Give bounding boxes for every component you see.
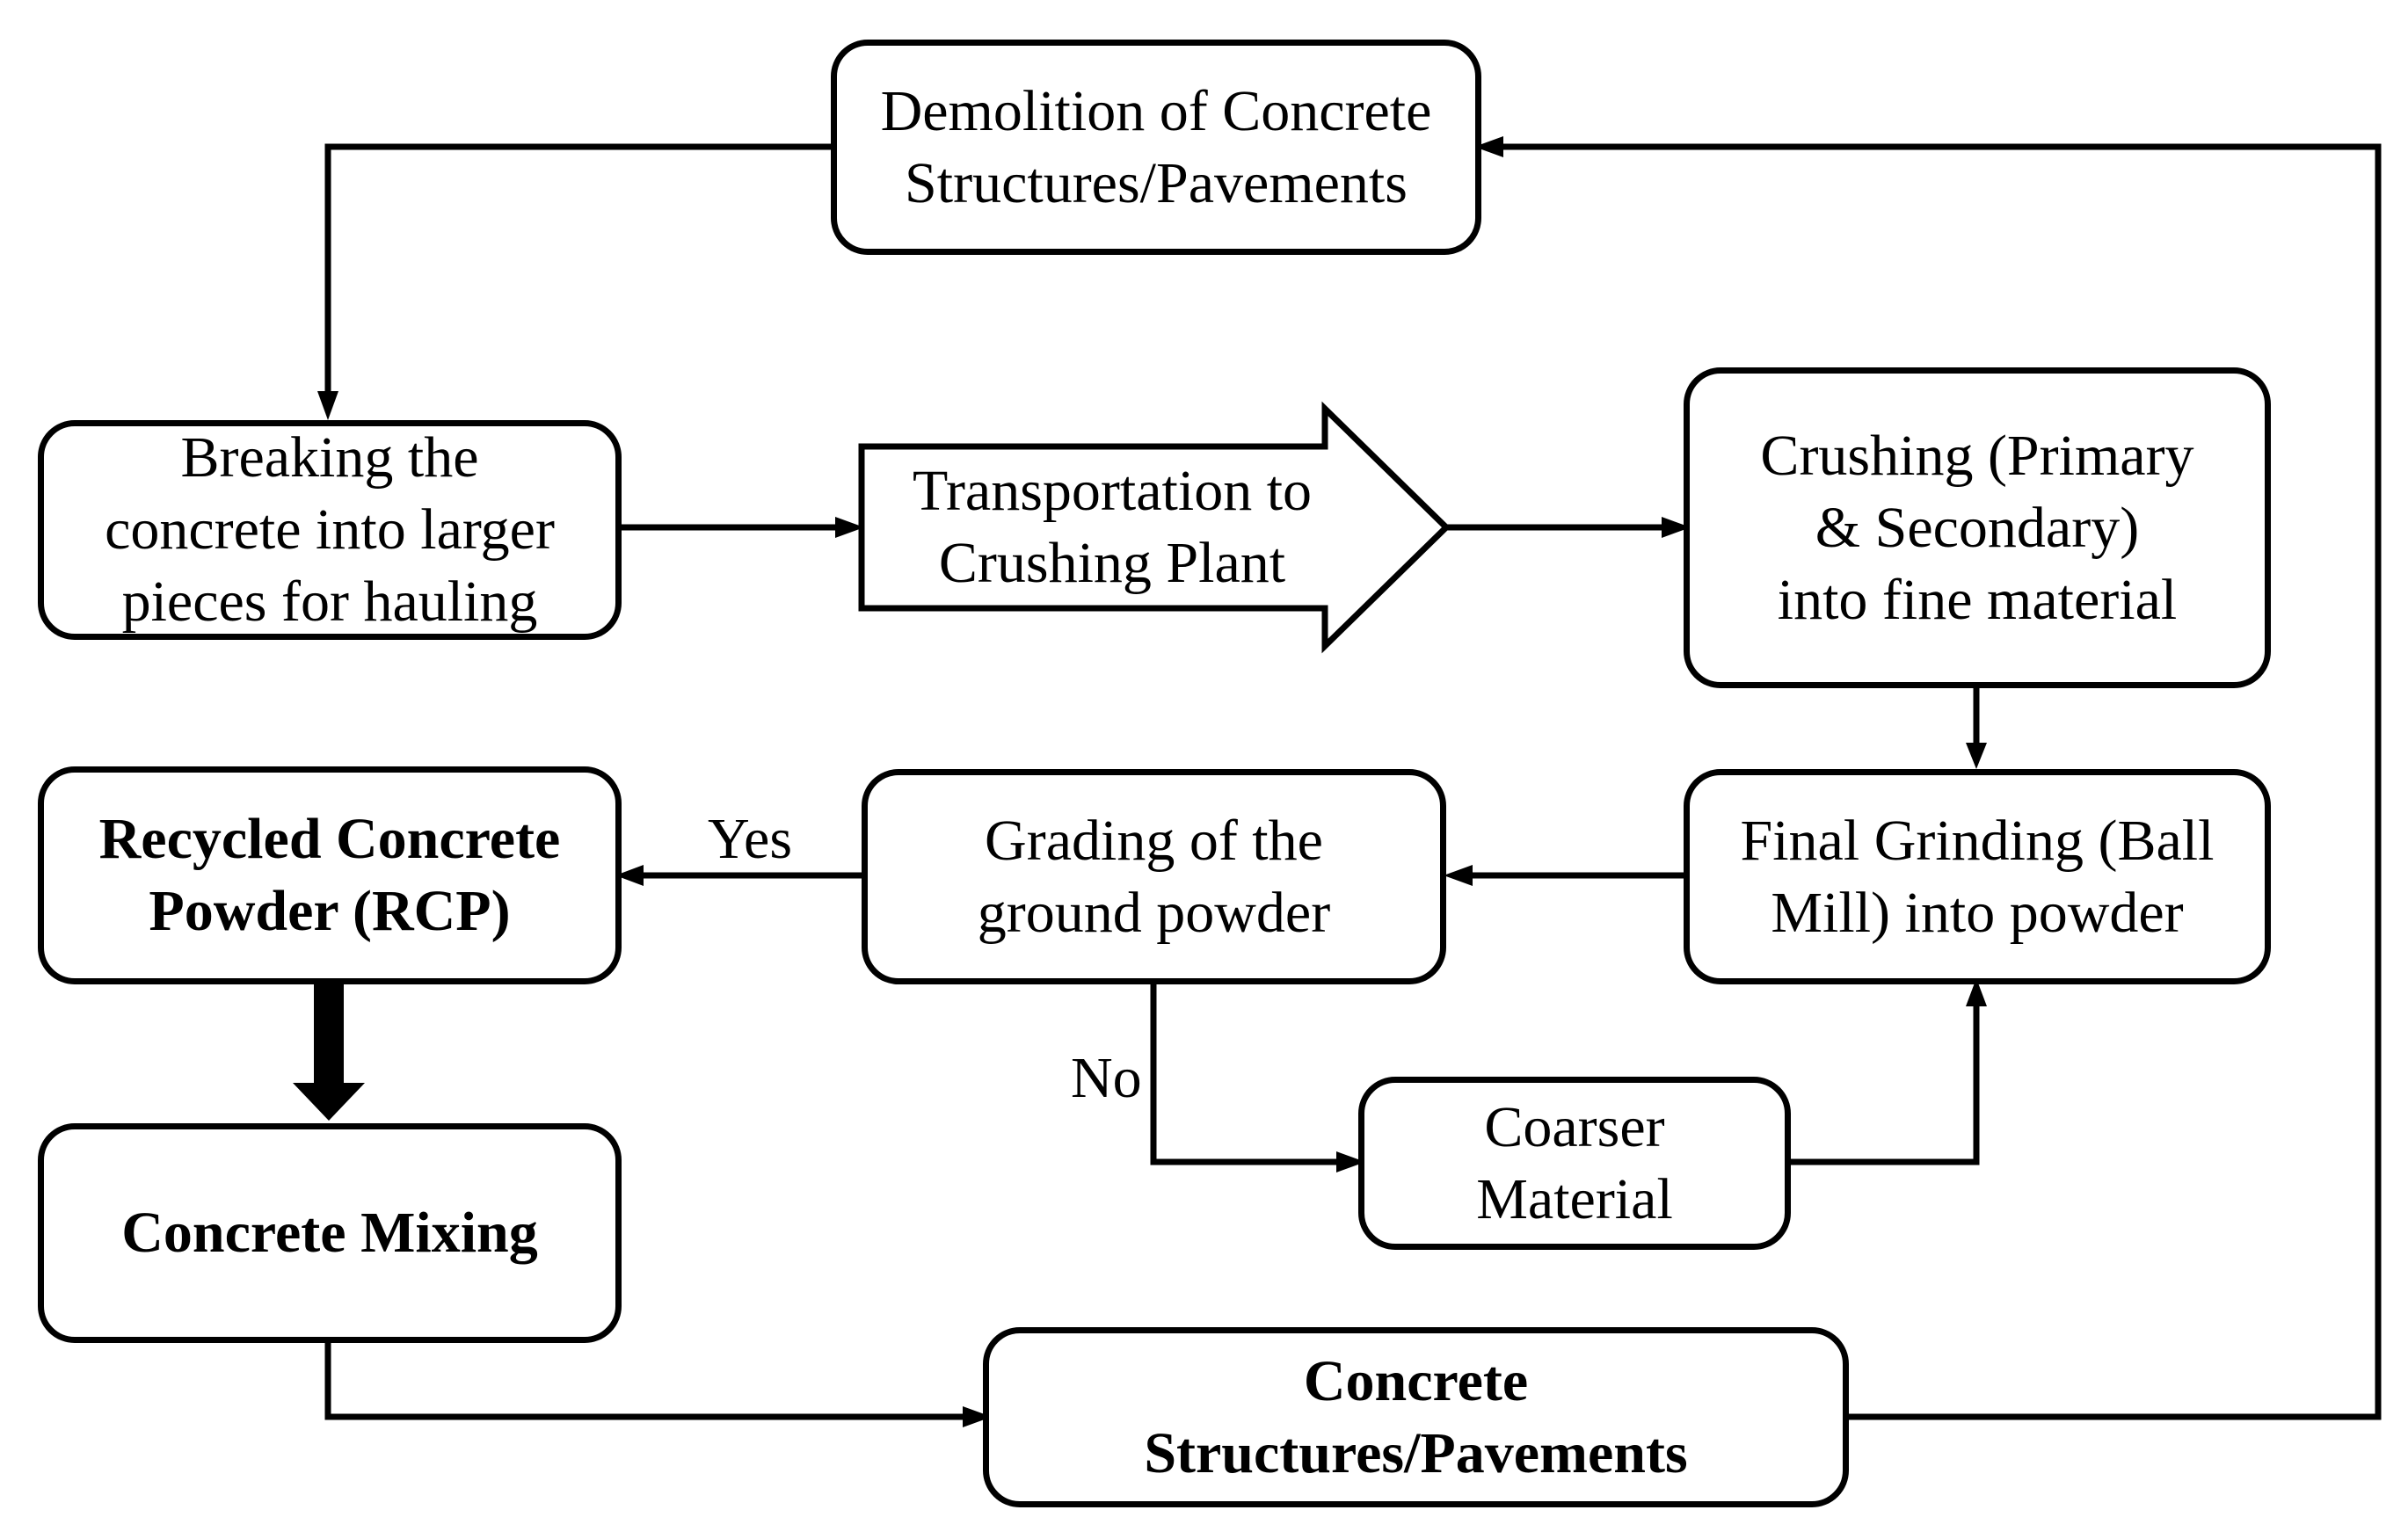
node-rcp: Recycled Concrete Powder (RCP) xyxy=(38,766,622,984)
arrowhead-coarser xyxy=(1336,1151,1365,1172)
node-crushing-line-2: & Secondary) xyxy=(1815,495,2140,560)
node-breaking-line-2: concrete into larger xyxy=(105,497,555,562)
edge-label-no: No xyxy=(1071,1046,1142,1110)
arrowhead-demolition xyxy=(1474,136,1503,157)
node-breaking: Breaking the concrete into larger pieces… xyxy=(38,420,622,640)
node-grading-line-1: Grading of the xyxy=(985,808,1323,873)
edge-coarser-grinding xyxy=(1789,1002,1980,1165)
node-demolition-line-2: Structures/Pavements xyxy=(905,150,1408,215)
node-final-grinding: Final Grinding (Ball Mill) into powder xyxy=(1684,769,2271,984)
node-final-grinding-line-1: Final Grinding (Ball xyxy=(1740,808,2215,873)
node-breaking-line-1: Breaking the xyxy=(180,425,479,490)
edge-label-yes: Yes xyxy=(708,807,793,871)
thick-arrow-rcp-mixing xyxy=(293,983,365,1121)
edge-mixing-structures xyxy=(324,1340,967,1420)
edge-grading-coarser xyxy=(1150,984,1341,1165)
arrowhead-grading xyxy=(1444,865,1473,886)
node-transportation-line-1: Transportation to xyxy=(912,459,1313,523)
node-rcp-line-1: Recycled Concrete xyxy=(98,807,561,871)
node-crushing-line-1: Crushing (Primary xyxy=(1760,423,2194,488)
node-rcp-line-2: Powder (RCP) xyxy=(149,879,511,943)
arrowhead-grinding-up xyxy=(1966,978,1987,1006)
edge-demolition-breaking xyxy=(324,143,831,396)
node-demolition: Demolition of Concrete Structures/Paveme… xyxy=(831,40,1481,255)
node-coarser: Coarser Material xyxy=(1358,1077,1791,1250)
node-structures-line-1: Concrete xyxy=(1303,1348,1529,1413)
node-breaking-line-3: pieces for hauling xyxy=(121,570,538,634)
node-grading: Grading of the ground powder xyxy=(862,769,1446,984)
node-crushing: Crushing (Primary & Secondary) into fine… xyxy=(1684,367,2271,688)
node-mixing: Concrete Mixing xyxy=(38,1123,622,1343)
node-transportation-line-2: Crushing Plant xyxy=(938,531,1286,595)
node-coarser-line-1: Coarser xyxy=(1484,1094,1665,1159)
arrowhead-transport xyxy=(835,517,864,538)
node-demolition-line-1: Demolition of Concrete xyxy=(880,78,1432,143)
arrowhead-rcp xyxy=(615,865,644,886)
node-structures: Concrete Structures/Pavements xyxy=(983,1327,1849,1507)
node-structures-line-2: Structures/Pavements xyxy=(1144,1420,1688,1485)
arrowhead-structures xyxy=(963,1406,992,1427)
arrowhead-crushing xyxy=(1662,517,1691,538)
node-mixing-line-1: Concrete Mixing xyxy=(121,1201,538,1265)
transport-block-arrow xyxy=(858,401,1451,654)
arrowhead-breaking xyxy=(317,391,338,420)
arrowhead-grinding xyxy=(1966,743,1987,769)
node-coarser-line-2: Material xyxy=(1476,1166,1673,1231)
edge-structures-demolition xyxy=(1499,143,2382,1420)
node-transportation: Transportation to Crushing Plant xyxy=(866,446,1358,608)
node-crushing-line-3: into fine material xyxy=(1777,567,2178,632)
node-final-grinding-line-2: Mill) into powder xyxy=(1771,880,2184,945)
node-grading-line-2: ground powder xyxy=(977,880,1331,945)
